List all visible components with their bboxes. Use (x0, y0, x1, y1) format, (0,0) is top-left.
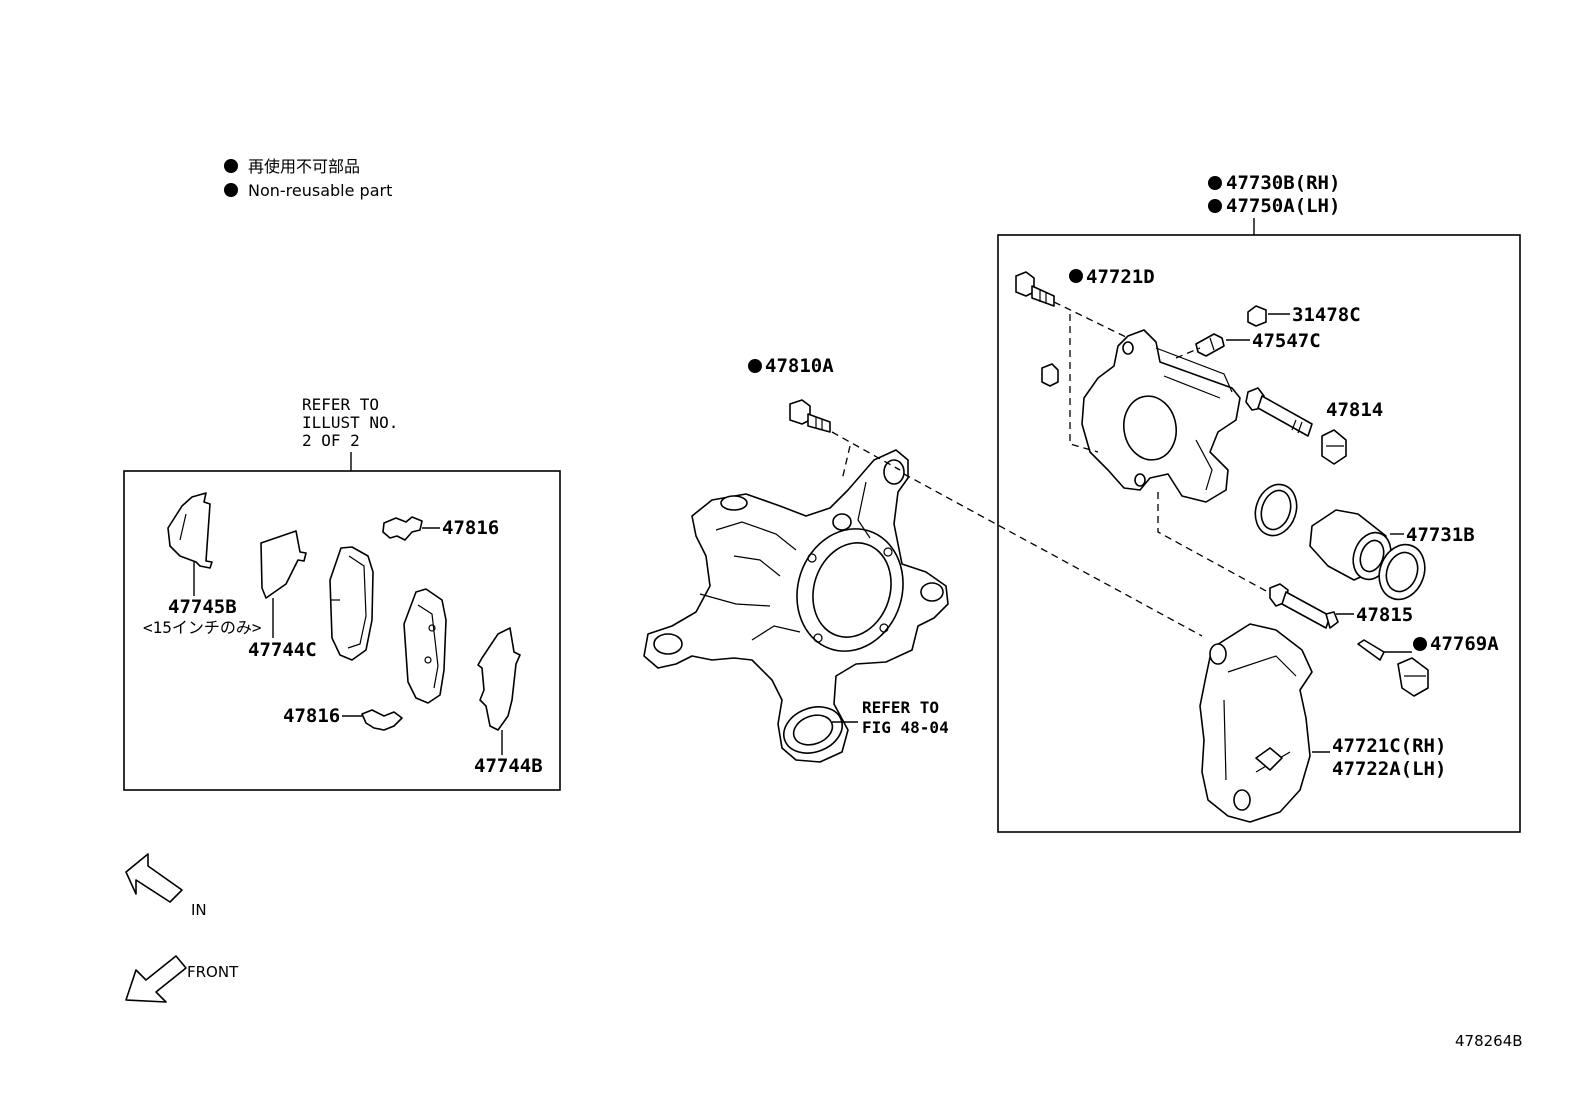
refer-fig-line2: FIG 48-04 (862, 718, 949, 737)
pad-clip-47816-top (382, 516, 440, 541)
label-47750a: 47750A(LH) (1226, 195, 1340, 217)
direction-in-label: IN (191, 901, 207, 919)
bleeder-cap-31478c (1247, 305, 1290, 327)
label-47816-top: 47816 (442, 517, 499, 539)
refer-illust-line1: REFER TO (302, 395, 379, 414)
non-reusable-bullet-icon (1208, 176, 1222, 190)
label-47745b: 47745B (168, 596, 237, 618)
direction-in: IN (125, 853, 207, 919)
non-reusable-bullet-icon (224, 159, 238, 173)
pad-kit-box (123, 470, 561, 791)
plug-icon (1041, 363, 1059, 387)
refer-illust-line2: ILLUST NO. (302, 413, 398, 432)
arrow-in-icon (125, 853, 183, 903)
slide-pin-47814 (1245, 387, 1347, 465)
direction-front-label: FRONT (187, 963, 239, 981)
refer-illust-line3: 2 OF 2 (302, 431, 360, 450)
caliper-assembly-box (997, 234, 1521, 833)
label-47722a: 47722A(LH) (1332, 758, 1446, 780)
label-47547c: 47547C (1252, 330, 1321, 352)
label-47721d: 47721D (1086, 266, 1155, 288)
legend: 再使用不可部品 Non-reusable part (224, 157, 392, 200)
non-reusable-bullet-icon (748, 359, 762, 373)
bolt-47810a (789, 399, 831, 433)
piston-boot (1378, 543, 1426, 601)
legend-en: Non-reusable part (248, 181, 392, 200)
caliper-cylinder-body (1081, 329, 1241, 503)
piston-seal (1254, 483, 1298, 537)
label-31478c: 31478C (1292, 304, 1361, 326)
label-47744c: 47744C (248, 639, 317, 661)
pad-clip-47816-bottom (342, 709, 403, 731)
arrow-front-icon (125, 955, 187, 1003)
label-47721c: 47721C(RH) (1332, 735, 1446, 757)
steering-knuckle: 47810A REFER TO FIG 48-04 (643, 355, 949, 763)
brake-pad-right (403, 588, 447, 704)
label-47744b: 47744B (474, 755, 543, 777)
non-reusable-bullet-icon (1069, 269, 1083, 283)
bolt-47721d (1015, 271, 1055, 307)
legend-jp: 再使用不可部品 (248, 157, 360, 176)
brake-pad-left (329, 546, 374, 661)
bleeder-plug-47547c (1195, 333, 1250, 357)
anti-squeal-shim-47745b (167, 492, 213, 596)
pad-kit-group: REFER TO ILLUST NO. 2 OF 2 47745B <15インチ… (123, 395, 561, 791)
non-reusable-bullet-icon (1208, 199, 1222, 213)
refer-fig-line1: REFER TO (862, 698, 939, 717)
label-47731b: 47731B (1406, 524, 1475, 546)
label-47816-bottom: 47816 (283, 705, 340, 727)
caliper-mounting-bracket (1199, 623, 1330, 823)
direction-front: FRONT (125, 955, 239, 1003)
shim-47744b (477, 627, 521, 755)
label-47730b: 47730B(RH) (1226, 172, 1340, 194)
caliper-assembly-group: 47730B(RH) 47750A(LH) 47721D 31478C 4754… (997, 172, 1521, 833)
slide-pin-47815 (1269, 583, 1354, 629)
non-reusable-bullet-icon (1413, 637, 1427, 651)
diagram-id: 478264B (1455, 1032, 1523, 1050)
label-47815: 47815 (1356, 604, 1413, 626)
label-47745b-note: <15インチのみ> (143, 618, 262, 637)
non-reusable-bullet-icon (224, 183, 238, 197)
shim-47744c (260, 530, 307, 638)
label-47814: 47814 (1326, 399, 1383, 421)
label-47810a: 47810A (765, 355, 834, 377)
pin-boot-47769a (1357, 639, 1429, 697)
label-47769a: 47769A (1430, 633, 1499, 655)
